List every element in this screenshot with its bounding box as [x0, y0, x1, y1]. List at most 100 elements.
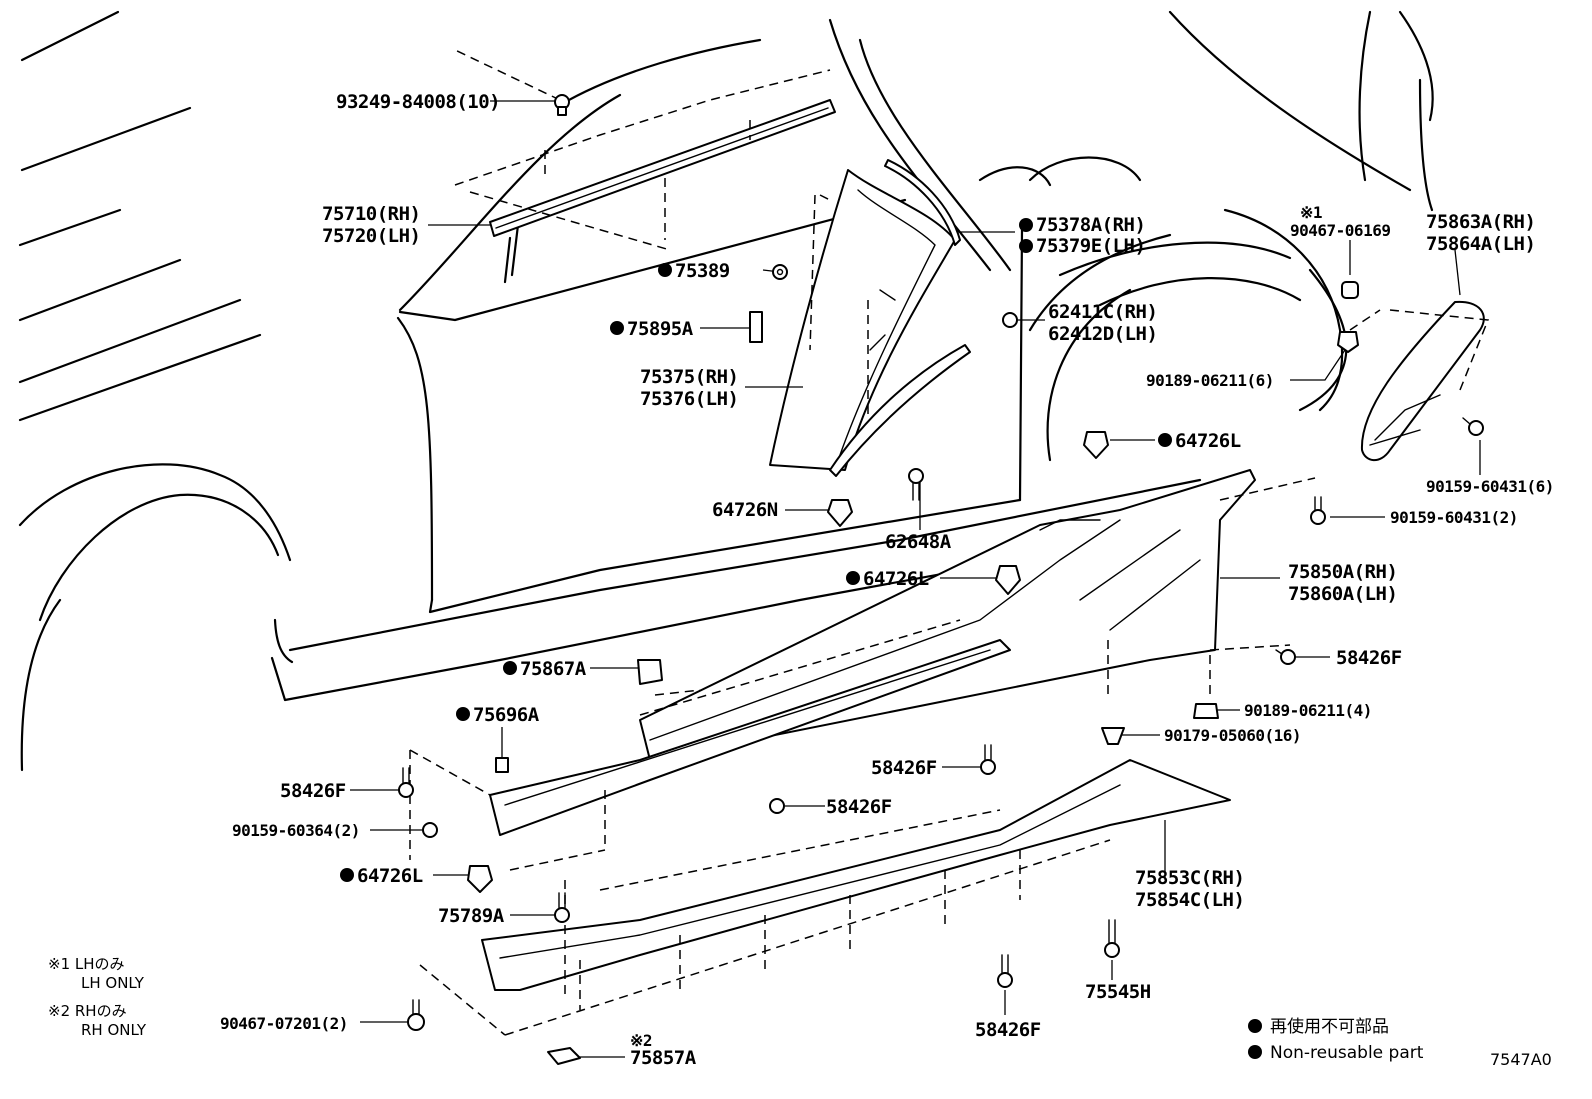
non-reusable-dot-icon — [658, 263, 672, 277]
label-75710: 75710(RH) — [322, 203, 420, 225]
diagram-code: 7547A0 — [1490, 1050, 1552, 1069]
bolt-icon — [554, 892, 570, 923]
part-labels: 93249-84008(10) 75710(RH) 75720(LH) 7537… — [220, 91, 1554, 1069]
label-62412d: 62412D(LH) — [1048, 323, 1157, 345]
car-body-outline — [18, 10, 1434, 772]
screw-icon — [422, 822, 438, 838]
label-75864a: 75864A(LH) — [1426, 233, 1535, 255]
label-64726n: 64726N — [712, 499, 778, 521]
label-58426f-rail: 58426F — [826, 796, 892, 818]
nut-icon — [1193, 703, 1219, 719]
label-90179-05060: 90179-05060(16) — [1164, 726, 1301, 745]
label-75720: 75720(LH) — [322, 225, 420, 247]
clip-icon — [1337, 331, 1359, 353]
rocker-inner-rail — [409, 619, 1011, 871]
label-90159-60431-2: 90159-60431(2) — [1390, 508, 1518, 527]
bolt-icon — [997, 954, 1013, 988]
screw-icon — [407, 999, 425, 1031]
label-note1-mark: ※1 — [1300, 203, 1322, 222]
label-64726l-lower: 64726L — [357, 865, 423, 887]
label-58426f-bottom: 58426F — [975, 1019, 1041, 1041]
clip-icon — [637, 659, 663, 685]
note-2-jp: ※2 RHのみ — [48, 1002, 127, 1020]
label-58426f-right: 58426F — [1336, 647, 1402, 669]
bolt-icon — [769, 798, 785, 814]
label-75863a: 75863A(RH) — [1426, 211, 1535, 233]
label-90467-06169: 90467-06169 — [1290, 221, 1390, 240]
rocker-under-cover — [419, 759, 1231, 1036]
door-belt-moulding — [454, 49, 836, 251]
label-75867a: 75867A — [520, 658, 587, 680]
label-75860a: 75860A(LH) — [1288, 583, 1397, 605]
label-75375: 75375(RH) — [640, 366, 738, 388]
nut-icon — [547, 1047, 581, 1065]
nut-icon — [772, 264, 788, 280]
bolt-icon — [1310, 496, 1326, 525]
label-75789a: 75789A — [438, 905, 505, 927]
label-75389: 75389 — [675, 260, 730, 282]
label-75857a: 75857A — [630, 1047, 697, 1069]
bolt-icon — [1104, 919, 1120, 958]
legend-en: Non-reusable part — [1270, 1043, 1424, 1063]
side-notes: ※1 LHのみ LH ONLY ※2 RHのみ RH ONLY — [48, 955, 147, 1039]
nut-icon — [1002, 312, 1018, 328]
label-62648a: 62648A — [885, 531, 952, 553]
clip-icon — [1101, 727, 1125, 745]
label-90467-07201: 90467-07201(2) — [220, 1014, 348, 1033]
label-90159-60431-6: 90159-60431(6) — [1426, 477, 1554, 496]
bolt-icon — [398, 767, 414, 798]
nut-icon — [1341, 281, 1359, 299]
label-75850a: 75850A(RH) — [1288, 561, 1397, 583]
label-58426f-center: 58426F — [871, 757, 937, 779]
clip-icon — [995, 565, 1021, 595]
label-note2-mark: ※2 — [630, 1031, 652, 1050]
non-reusable-dot-icon — [846, 571, 860, 585]
legend-jp: 再使用不可部品 — [1270, 1016, 1389, 1037]
label-75378a: 75378A(RH) — [1036, 214, 1145, 236]
note-2-en: RH ONLY — [81, 1021, 147, 1039]
non-reusable-dot-icon — [1248, 1045, 1262, 1059]
fasteners — [398, 94, 1484, 1065]
note-1-jp: ※1 LHのみ — [48, 955, 125, 973]
non-reusable-dot-icon — [610, 321, 624, 335]
label-75854c: 75854C(LH) — [1135, 889, 1244, 911]
label-75895a: 75895A — [627, 318, 694, 340]
non-reusable-dot-icon — [503, 661, 517, 675]
non-reusable-dot-icon — [1248, 1019, 1262, 1033]
clip-icon — [554, 94, 570, 116]
clip-icon — [495, 757, 509, 773]
non-reusable-dot-icon — [1019, 239, 1033, 253]
rear-side-mudguard — [1349, 300, 1490, 462]
non-reusable-dot-icon — [1019, 218, 1033, 232]
note-1-en: LH ONLY — [81, 974, 145, 992]
label-62411c: 62411C(RH) — [1048, 301, 1157, 323]
bolt-icon — [980, 744, 996, 775]
label-64726l-middle: 64726L — [863, 568, 929, 590]
label-93249-84008: 93249-84008(10) — [336, 91, 500, 113]
clip-icon — [1083, 431, 1109, 459]
label-90189-06211-6: 90189-06211(6) — [1146, 371, 1274, 390]
label-75379e: 75379E(LH) — [1036, 235, 1145, 257]
rocker-side-skirt — [639, 469, 1316, 761]
label-58426f-left: 58426F — [280, 780, 346, 802]
label-90159-60364: 90159-60364(2) — [232, 821, 360, 840]
bolt-icon — [1275, 649, 1296, 665]
label-90189-06211-4: 90189-06211(4) — [1244, 701, 1372, 720]
non-reusable-dot-icon — [456, 707, 470, 721]
leader-lines — [350, 100, 1481, 1058]
legend: 再使用不可部品 Non-reusable part — [1248, 1016, 1424, 1063]
bolt-icon — [1462, 417, 1484, 436]
non-reusable-dot-icon — [1158, 433, 1172, 447]
label-75376: 75376(LH) — [640, 388, 738, 410]
screw-icon — [908, 468, 924, 501]
door-opening-trim — [769, 159, 971, 477]
label-75853c: 75853C(RH) — [1135, 867, 1244, 889]
non-reusable-dot-icon — [340, 868, 354, 882]
label-75545h: 75545H — [1085, 981, 1151, 1003]
label-64726l-upper: 64726L — [1175, 430, 1241, 452]
label-75696a: 75696A — [473, 704, 540, 726]
clip-icon — [467, 865, 493, 893]
clip-icon — [749, 311, 763, 343]
